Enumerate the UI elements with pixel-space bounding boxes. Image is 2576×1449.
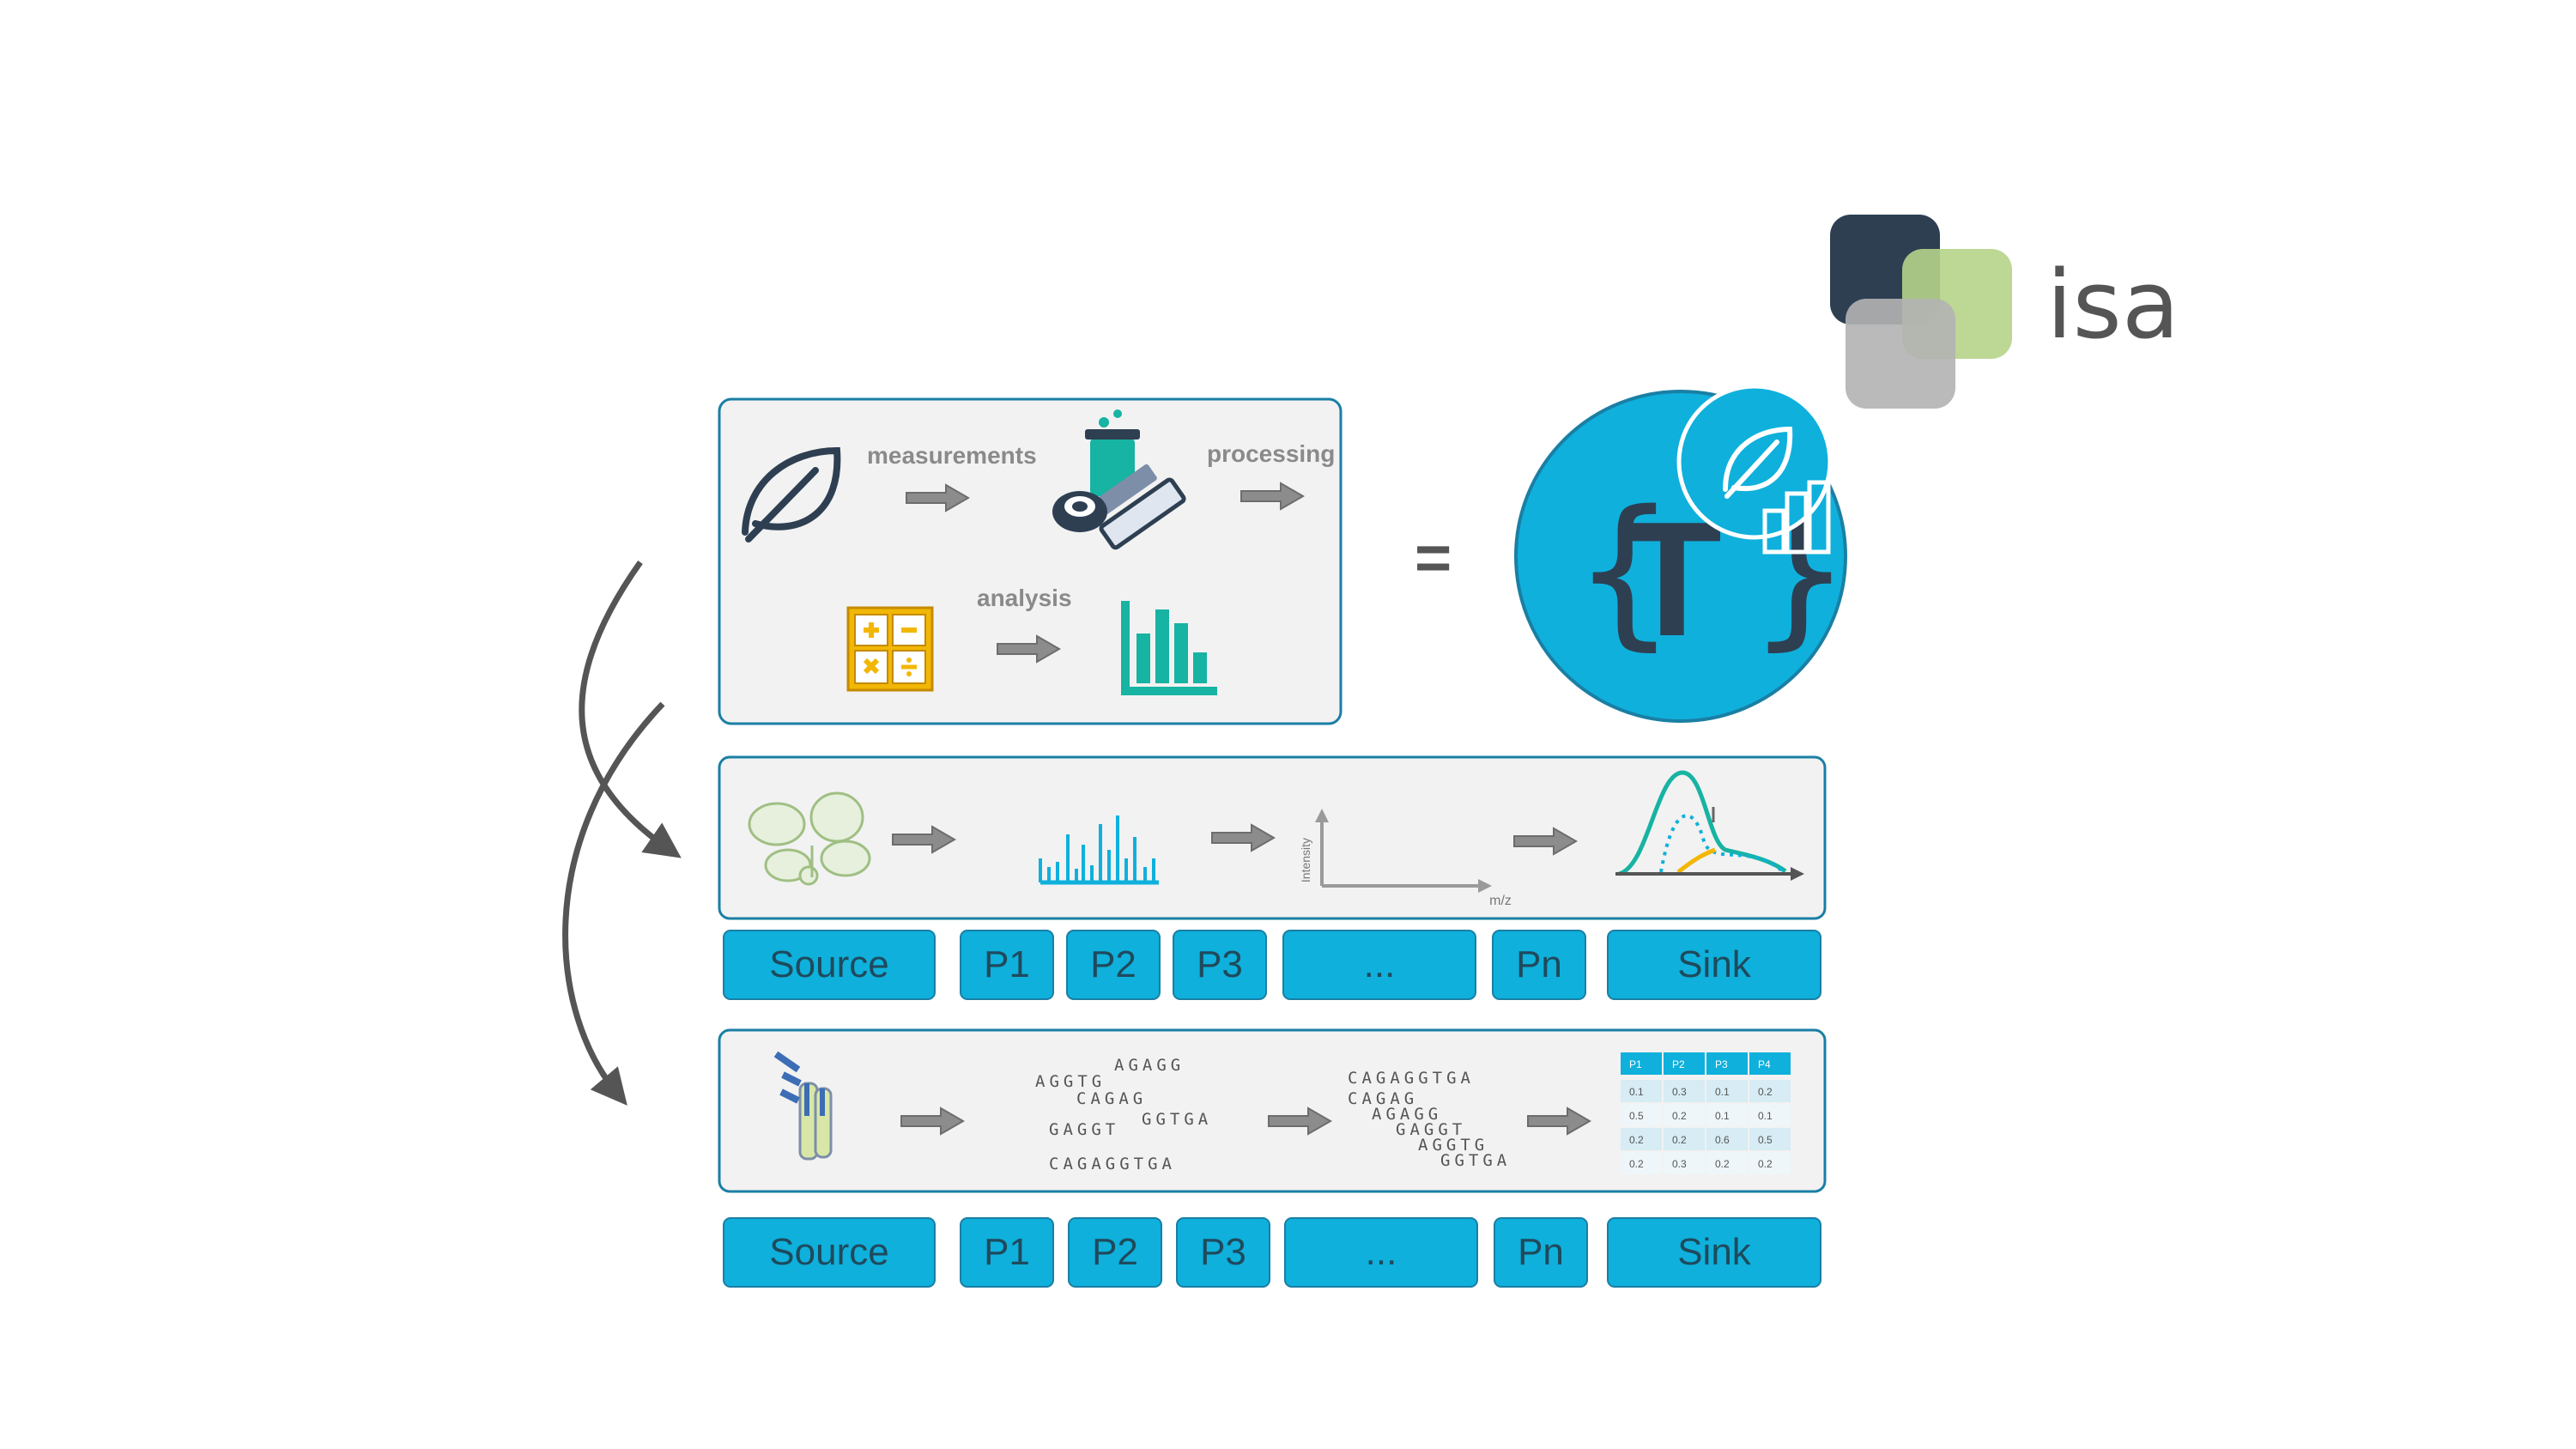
table-cell: 0.2 (1758, 1086, 1773, 1098)
chip-ellipsis[interactable]: ... (1282, 930, 1476, 1000)
table-cell-bg (1664, 1104, 1705, 1126)
table-cell: 0.1 (1715, 1086, 1730, 1098)
calculator-icon (846, 606, 934, 692)
chip-sink[interactable]: Sink (1607, 1217, 1821, 1288)
table-header-cell: P3 (1715, 1058, 1728, 1070)
read-text: CAGAG (1076, 1089, 1147, 1108)
table-cell-bg (1621, 1128, 1662, 1150)
mz-axis-label: m/z (1489, 894, 1512, 908)
table-cell-bg (1664, 1152, 1705, 1174)
curved-arrow-to-seq-row (562, 701, 665, 1106)
measurements-label: measurements (867, 442, 1037, 469)
bar-chart-icon (1121, 601, 1217, 695)
table-cell: 0.3 (1672, 1086, 1687, 1098)
equals-sign: = (1415, 522, 1452, 593)
table-cell-bg (1749, 1104, 1791, 1126)
ms-workflow-box: Intensity m/z (718, 755, 1827, 920)
table-cell-bg (1706, 1104, 1748, 1126)
table-cell-bg (1706, 1080, 1748, 1102)
chip-pn[interactable]: Pn (1492, 930, 1586, 1000)
read-text: GAGGT (1049, 1120, 1119, 1139)
table-cell: 0.2 (1758, 1158, 1773, 1170)
table-cell: 0.2 (1672, 1134, 1687, 1146)
table-header-cell-bg (1706, 1052, 1748, 1075)
axes-icon: Intensity m/z (1299, 809, 1512, 908)
chip-source[interactable]: Source (723, 1217, 936, 1288)
analysis-label: analysis (977, 585, 1072, 611)
chip-p2[interactable]: P2 (1068, 1217, 1162, 1288)
table-header-cell-bg (1664, 1052, 1705, 1075)
table-header-cell-bg (1621, 1052, 1662, 1075)
chip-p3[interactable]: P3 (1176, 1217, 1270, 1288)
read-text: AGGTG (1035, 1072, 1106, 1091)
table-cell: 0.2 (1715, 1158, 1730, 1170)
read-text: CAGAGGTGA (1348, 1069, 1475, 1088)
brace-left-icon: { (1573, 476, 1676, 665)
table-cell-bg (1749, 1080, 1791, 1102)
chip-pn[interactable]: Pn (1494, 1217, 1588, 1288)
mass-spectrum-icon (1039, 815, 1159, 885)
chip-ellipsis[interactable]: ... (1284, 1217, 1478, 1288)
chip-p1[interactable]: P1 (960, 930, 1054, 1000)
read-text: CAGAGGTGA (1049, 1155, 1176, 1173)
workflow-box: measurements processing (718, 397, 1343, 725)
chip-p3[interactable]: P3 (1173, 930, 1267, 1000)
table-cell: 0.1 (1629, 1086, 1644, 1098)
table-cell-bg (1749, 1128, 1791, 1150)
read-text: CAGAG (1348, 1089, 1418, 1108)
chip-source[interactable]: Source (723, 930, 936, 1000)
table-cell: 0.3 (1672, 1158, 1687, 1170)
seq-workflow-box: AGAGG AGGTG CAGAG GGTGA GAGGT CAGAGGTGA … (718, 1028, 1827, 1193)
table-cell: 0.2 (1629, 1158, 1644, 1170)
table-cell-bg (1706, 1152, 1748, 1174)
table-cell: 0.5 (1629, 1110, 1644, 1122)
table-cell: 0.2 (1672, 1110, 1687, 1122)
chip-sink[interactable]: Sink (1607, 930, 1821, 1000)
table-header-cell: P1 (1629, 1058, 1642, 1070)
processing-label: processing (1207, 440, 1335, 467)
read-text: AGAGG (1372, 1105, 1442, 1124)
table-cell-bg (1621, 1104, 1662, 1126)
table-header-cell: P4 (1758, 1058, 1771, 1070)
table-header-cell-bg (1749, 1052, 1791, 1075)
leaf-badge-icon (1676, 384, 1833, 540)
test-tubes-icon (773, 1051, 833, 1161)
table-cell: 0.2 (1629, 1134, 1644, 1146)
table-cell: 0.6 (1715, 1134, 1730, 1146)
curved-arrow-to-ms-row (579, 560, 682, 858)
plant-icon (748, 791, 871, 886)
table-cell-bg (1664, 1128, 1705, 1150)
peak-fit-icon (1615, 770, 1804, 881)
table-cell-bg (1706, 1128, 1748, 1150)
template-icon: { } T (1514, 384, 1852, 723)
table-cell-bg (1621, 1080, 1662, 1102)
read-text: AGAGG (1114, 1056, 1185, 1075)
table-cell: 0.1 (1758, 1110, 1773, 1122)
leaf-icon (742, 446, 841, 543)
table-cell-bg (1749, 1152, 1791, 1174)
mini-bar-chart-icon (1762, 480, 1831, 555)
table-cell: 0.5 (1758, 1134, 1773, 1146)
table-header-cell: P2 (1672, 1058, 1685, 1070)
result-table: P1 P2 P3 P4 0.1 0.3 0.1 0.2 0.5 0.2 0.1 0.1 0.2 0.2 0.… (1621, 1052, 1791, 1174)
read-text: GAGGT (1396, 1120, 1466, 1139)
read-text: GGTGA (1142, 1110, 1212, 1129)
chip-p1[interactable]: P1 (960, 1217, 1054, 1288)
read-text: AGGTG (1418, 1136, 1488, 1155)
table-cell-bg (1621, 1152, 1662, 1174)
lab-measurement-icon (1052, 409, 1186, 550)
table-cell: 0.1 (1715, 1110, 1730, 1122)
chip-p2[interactable]: P2 (1066, 930, 1161, 1000)
table-cell-bg (1664, 1080, 1705, 1102)
read-text: GGTGA (1440, 1151, 1511, 1170)
isa-logo (1830, 215, 2012, 409)
logo-gray-square (1846, 299, 1955, 409)
isa-logo-text: isa (2046, 250, 2180, 360)
intensity-axis-label: Intensity (1299, 838, 1312, 882)
